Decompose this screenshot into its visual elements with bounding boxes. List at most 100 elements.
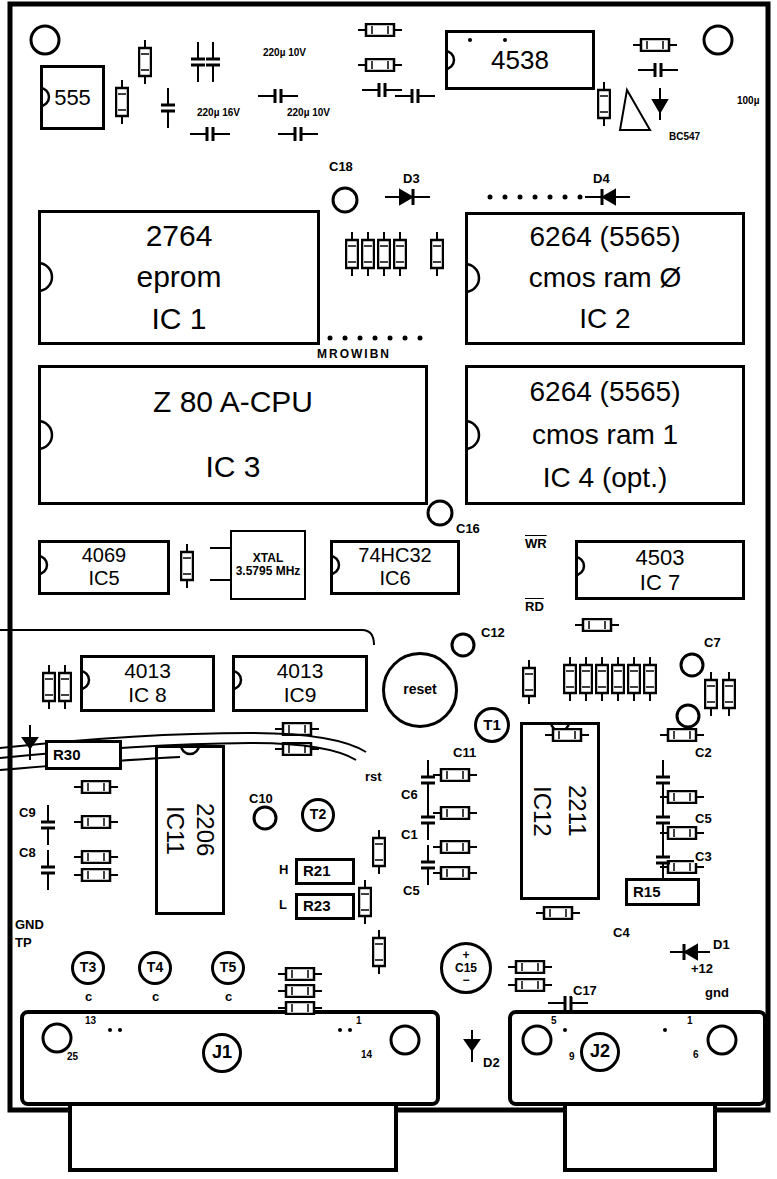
component-label: TP <box>14 936 33 949</box>
part-text: IC5 <box>88 568 119 590</box>
round-component: J1 <box>202 1033 242 1073</box>
crystal-leads <box>210 548 230 580</box>
component-label: C11 <box>452 746 477 759</box>
part-text: 6264 (5565) <box>529 377 680 407</box>
diode-symbol <box>23 88 710 1062</box>
ic-chip: 2764epromIC 1 <box>38 210 320 345</box>
component-label: 1 <box>686 1016 694 1026</box>
component-label: H <box>278 863 289 876</box>
round-component: reset <box>382 652 458 728</box>
component-label: c <box>84 990 93 1003</box>
part-text: IC 4 (opt.) <box>543 463 667 493</box>
component-label: 14 <box>360 1050 373 1060</box>
component-label: D4 <box>592 172 611 185</box>
round-component: T3 <box>71 951 105 985</box>
part-text: IC 8 <box>128 684 167 707</box>
part-text: IC9 <box>284 684 317 707</box>
component-label: C18 <box>328 160 354 173</box>
component-label: 13 <box>84 1016 97 1026</box>
trimmer-resistor: R15 <box>625 878 700 906</box>
part-text: IC6 <box>379 568 410 590</box>
ic-chip: 4013IC 8 <box>80 655 215 712</box>
part-text: R30 <box>53 747 81 763</box>
trimmer-resistor: R23 <box>295 893 355 920</box>
part-text: T4 <box>147 960 163 975</box>
part-text: T3 <box>80 960 96 975</box>
ic-chip: 6264 (5565)cmos ram ØIC 2 <box>465 212 745 345</box>
component-label: 220µ 16V <box>196 108 241 118</box>
component-label: D3 <box>402 172 421 185</box>
component-label: WR <box>524 537 548 550</box>
round-component: T4 <box>138 951 172 985</box>
part-text: 2211 <box>565 785 591 837</box>
component-label: gnd <box>704 986 730 999</box>
component-label: C1 <box>400 828 419 841</box>
pad-dots <box>108 38 667 1032</box>
part-text: T1 <box>483 717 501 733</box>
part-text: IC12 <box>530 786 556 837</box>
component-label: +12 <box>690 962 714 975</box>
trimmer-symbol <box>103 748 695 913</box>
part-text: XTAL 3.5795 MHz <box>235 552 301 578</box>
component-label: C9 <box>18 806 37 819</box>
component-label: C5 <box>402 884 421 897</box>
part-text: IC 7 <box>640 571 680 595</box>
component-label: BC547 <box>668 132 701 142</box>
part-text: cmos ram 1 <box>532 420 678 450</box>
ic-chip: Z 80 A-CPUIC 3 <box>38 365 428 505</box>
round-component: J2 <box>580 1032 620 1072</box>
capacitor-symbol <box>41 42 678 1010</box>
ic-chip: 2206IC11 <box>155 745 225 915</box>
component-label: 9 <box>568 1052 576 1062</box>
part-text: 2206 <box>192 803 218 856</box>
component-label: RD <box>524 600 545 613</box>
component-label: GND <box>14 918 45 931</box>
part-text: cmos ram Ø <box>529 263 681 293</box>
round-component: T5 <box>211 951 245 985</box>
ic-chip: 4538 <box>445 30 595 90</box>
round-component: T2 <box>301 798 335 832</box>
component-label: 1 <box>355 1016 363 1026</box>
component-label: MROWIBN <box>316 348 392 360</box>
transistor-outline <box>620 90 650 130</box>
component-label: C8 <box>18 846 37 859</box>
round-component: +C15− <box>440 942 492 994</box>
ic-chip: 6264 (5565) cmos ram 1 IC 4 (opt.) <box>465 365 745 505</box>
trimmer-resistor: R21 <box>295 858 355 885</box>
part-text: 4069 <box>82 545 127 567</box>
trimmer-resistor: R30 <box>45 740 122 770</box>
ic-chip: 4069IC5 <box>38 540 170 595</box>
part-text: + <box>462 949 469 962</box>
component-label: C4 <box>612 926 631 939</box>
part-text: 2764 <box>146 220 213 252</box>
component-label: 5 <box>550 1016 558 1026</box>
component-label: D1 <box>712 938 731 951</box>
ic-chip: 555 <box>40 65 105 130</box>
part-text: 4013 <box>277 660 324 683</box>
component-label: D2 <box>482 1056 501 1069</box>
component-label: 220µ 10V <box>286 108 331 118</box>
part-text: 4538 <box>491 46 549 74</box>
part-text: J2 <box>590 1042 610 1061</box>
component-label: C7 <box>703 636 722 649</box>
part-text: 74HC32 <box>358 545 431 567</box>
component-label: C2 <box>694 746 713 759</box>
component-label: c <box>224 990 233 1003</box>
part-text: C15 <box>455 962 477 975</box>
ic-notch <box>38 51 584 754</box>
part-text: IC 2 <box>579 304 630 334</box>
component-label: C3 <box>694 850 713 863</box>
resistor-symbol <box>43 24 735 1014</box>
part-text: IC 1 <box>151 303 206 335</box>
component-label: L <box>278 898 288 911</box>
part-text: IC 3 <box>205 451 260 483</box>
ic-chip: 74HC32IC6 <box>330 540 460 595</box>
component-label: C5 <box>694 812 713 825</box>
round-component: T1 <box>474 707 510 743</box>
ic-chip: 4013IC9 <box>232 655 368 712</box>
part-text: 4013 <box>124 660 171 683</box>
component-label: rst <box>364 770 383 783</box>
component-label: c <box>151 990 160 1003</box>
part-text: T5 <box>220 960 236 975</box>
